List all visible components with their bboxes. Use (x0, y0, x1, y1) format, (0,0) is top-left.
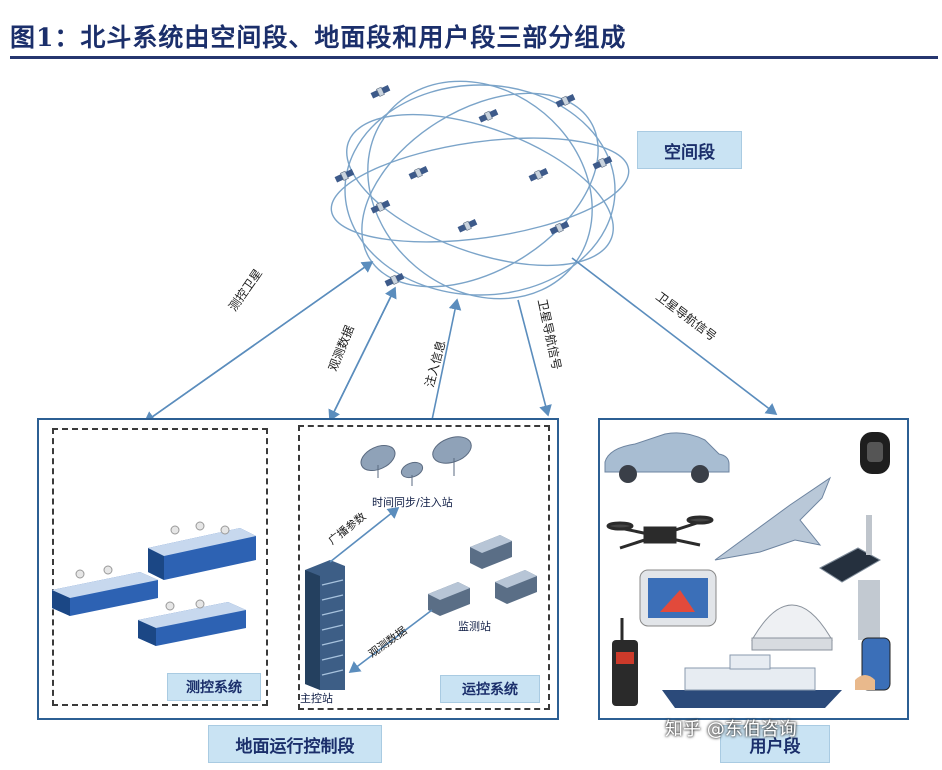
drone-icon (606, 515, 714, 550)
car-icon (604, 432, 730, 483)
time-sync-station-label: 时间同步/注入站 (372, 496, 453, 509)
dish-antennas (360, 436, 472, 486)
smart-band-icon (860, 432, 890, 474)
ship-icon (662, 654, 842, 708)
handheld-radio-icon (612, 618, 638, 706)
tt-buildings (52, 521, 256, 646)
tt-system-box (52, 428, 268, 706)
master-station-label: 主控站 (300, 692, 333, 705)
space-segment-label: 空间段 (637, 131, 742, 169)
ops-system-label: 运控系统 (440, 675, 540, 703)
user-segment-label: 用户段 (720, 725, 830, 763)
jet-icon (714, 476, 832, 561)
orbit-rings (330, 80, 630, 300)
ground-segment-label: 地面运行控制段 (208, 725, 382, 763)
phone-icon (855, 637, 891, 691)
receiver-dome-icon (751, 604, 833, 651)
solar-station-icon (819, 515, 882, 640)
figure-title: 图1：北斗系统由空间段、地面段和用户段三部分组成 (10, 23, 627, 52)
watermark-text: 知乎 @东伯咨询 (665, 719, 797, 740)
tt-system-label: 测控系统 (167, 673, 261, 701)
title-divider (10, 56, 938, 59)
link-arrows (143, 257, 778, 423)
monitor-station-label: 监测站 (458, 620, 491, 633)
master-control-tower (305, 560, 345, 690)
monitor-stations (428, 535, 537, 616)
nav-device-icon (639, 569, 717, 627)
ops-system-box (298, 425, 550, 710)
